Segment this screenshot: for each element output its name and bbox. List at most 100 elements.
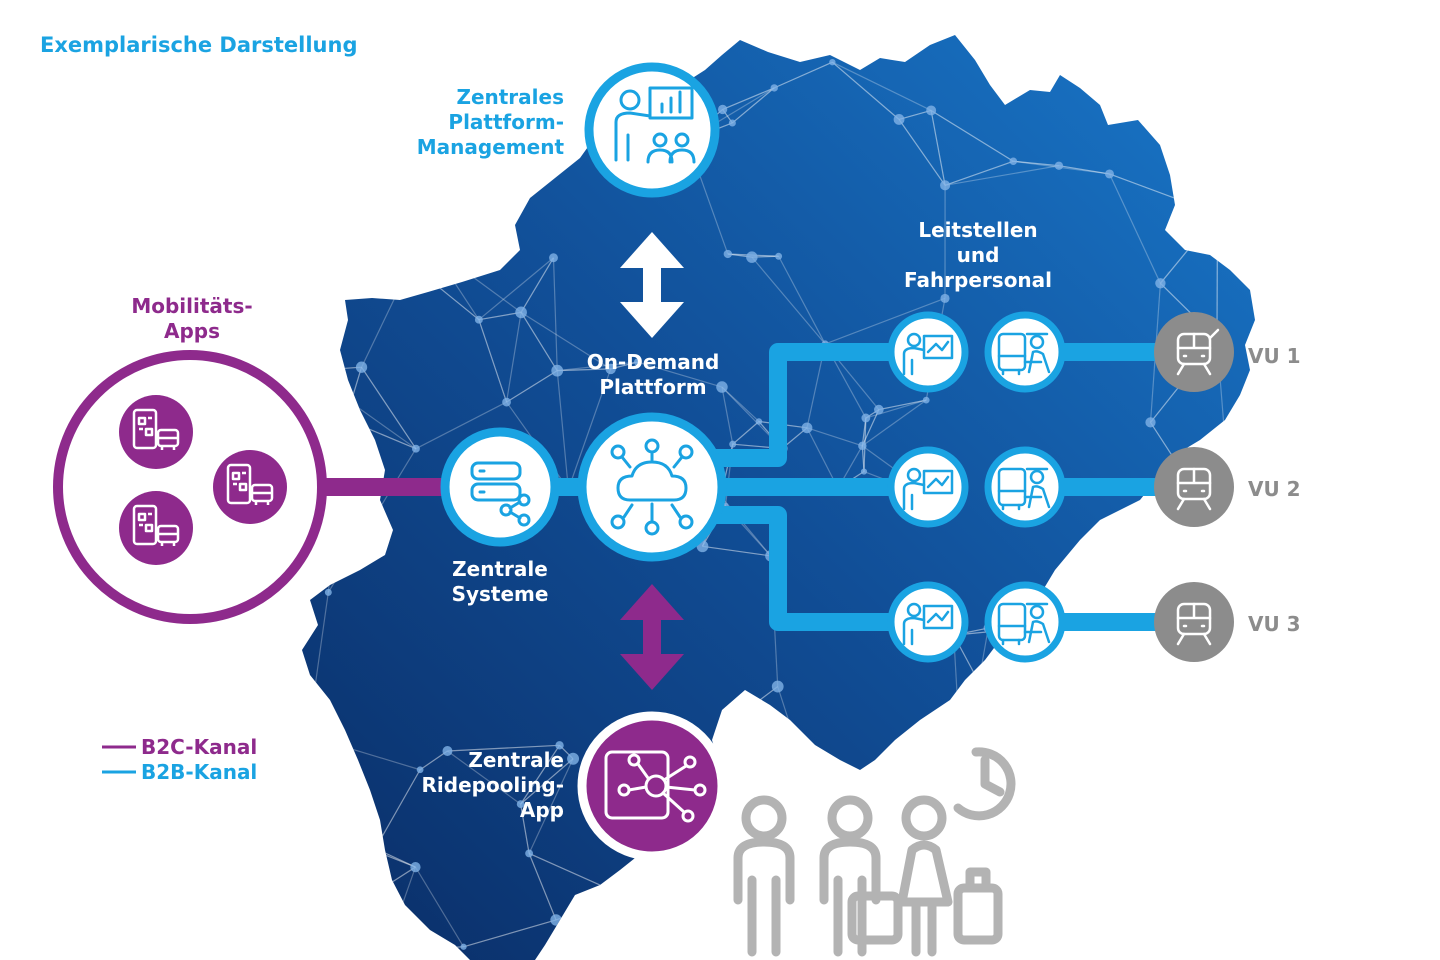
mesh-node xyxy=(371,844,380,853)
mesh-link xyxy=(898,109,932,121)
mesh-node xyxy=(819,946,828,955)
control-dispatcher-node[interactable] xyxy=(887,311,969,393)
mesh-link xyxy=(861,445,865,472)
mesh-node xyxy=(893,114,905,125)
management-label-line: Zentrales xyxy=(456,85,564,109)
tablet-network-icon xyxy=(604,750,707,823)
control-driver-node[interactable] xyxy=(984,311,1066,393)
mesh-link xyxy=(478,257,554,321)
mesh-link xyxy=(373,848,376,851)
control-dispatcher-node[interactable] xyxy=(887,446,969,528)
mesh-link xyxy=(323,181,412,265)
mesh-link xyxy=(774,61,833,89)
mesh-node xyxy=(1009,157,1018,166)
mesh-node xyxy=(375,98,384,107)
mesh-node xyxy=(457,70,466,79)
mesh-node xyxy=(416,766,424,774)
mesh-node xyxy=(555,741,564,750)
mesh-node xyxy=(860,468,868,475)
server-share-icon xyxy=(470,461,531,527)
systems-node[interactable] xyxy=(440,427,560,547)
mesh-node xyxy=(755,418,763,425)
mesh-link xyxy=(520,744,561,805)
platform-node[interactable] xyxy=(577,412,727,562)
mesh-link xyxy=(721,386,734,445)
mesh-link xyxy=(702,545,771,557)
mobility-apps-node[interactable] xyxy=(53,350,327,624)
mesh-link xyxy=(898,119,946,186)
mesh-link xyxy=(944,165,1060,186)
mesh-node xyxy=(567,752,580,765)
mesh-node xyxy=(452,35,464,47)
mesh-link xyxy=(323,181,431,247)
mesh-node xyxy=(723,249,732,259)
cloud-network-icon xyxy=(610,438,694,536)
mesh-link xyxy=(457,40,463,75)
systems-label-line: Systeme xyxy=(451,582,549,606)
mesh-link xyxy=(447,744,560,752)
mesh-node xyxy=(371,886,382,898)
phone-bus-icon xyxy=(119,491,193,565)
phone-bus-icon xyxy=(213,450,287,524)
control-driver-node[interactable] xyxy=(984,446,1066,528)
mesh-link xyxy=(702,545,771,557)
mesh-node xyxy=(729,440,737,448)
mesh-link xyxy=(520,804,530,854)
mesh-link xyxy=(447,750,521,805)
mesh-link xyxy=(378,40,459,60)
mesh-node xyxy=(1155,278,1166,289)
mesh-node xyxy=(1054,161,1064,170)
management-node[interactable] xyxy=(584,62,720,198)
mesh-link xyxy=(898,109,932,121)
mesh-link xyxy=(944,160,1014,186)
mesh-link xyxy=(720,811,739,843)
mesh-link xyxy=(552,257,558,371)
platform-label-line: Plattform xyxy=(599,375,707,399)
mesh-node xyxy=(502,397,511,407)
mesh-link xyxy=(930,109,1014,162)
mesh-node xyxy=(605,363,616,375)
mesh-link xyxy=(831,61,900,120)
platform-ridepooling-arrow xyxy=(620,584,684,690)
mesh-link xyxy=(463,919,557,948)
mesh-link xyxy=(957,681,980,719)
control-dispatcher-node[interactable] xyxy=(887,581,969,663)
management-label: Zentrales Plattform- Management xyxy=(410,85,564,160)
mesh-link xyxy=(1108,173,1161,284)
control-label-line: und xyxy=(956,243,1000,267)
operator-node-1[interactable] xyxy=(1154,312,1234,392)
control-driver-node[interactable] xyxy=(984,581,1066,663)
mesh-link xyxy=(410,245,431,265)
operator-node-3[interactable] xyxy=(1154,582,1234,662)
legend-swatches xyxy=(102,745,136,774)
mesh-link xyxy=(520,311,612,370)
mesh-node xyxy=(922,396,930,404)
mesh-link xyxy=(861,409,880,447)
systems-label: Zentrale Systeme xyxy=(432,557,568,607)
mesh-link xyxy=(306,370,347,420)
mesh-link xyxy=(478,319,508,403)
mesh-link xyxy=(528,853,557,921)
ridepooling-node[interactable] xyxy=(577,711,727,861)
operator-node-2[interactable] xyxy=(1154,447,1234,527)
mesh-node xyxy=(771,680,784,693)
mesh-link xyxy=(377,59,381,103)
management-platform-arrow xyxy=(620,232,684,338)
mesh-link xyxy=(824,297,946,345)
mesh-node xyxy=(324,588,332,596)
mesh-link xyxy=(637,361,723,388)
mesh-link xyxy=(520,312,558,371)
operator-label-3: VU 3 xyxy=(1248,612,1301,636)
control-label: Leitstellen und Fahrpersonal xyxy=(888,218,1068,293)
mesh-link xyxy=(556,370,569,490)
mesh-link xyxy=(731,87,775,124)
mesh-node xyxy=(874,404,884,415)
operator-label-2: VU 2 xyxy=(1248,477,1301,501)
dispatcher-icon xyxy=(902,602,954,646)
mesh-node xyxy=(1196,927,1207,937)
mesh-link xyxy=(374,848,378,893)
mesh-node xyxy=(1145,417,1156,428)
mesh-node xyxy=(1105,169,1114,179)
mesh-node xyxy=(975,678,982,685)
